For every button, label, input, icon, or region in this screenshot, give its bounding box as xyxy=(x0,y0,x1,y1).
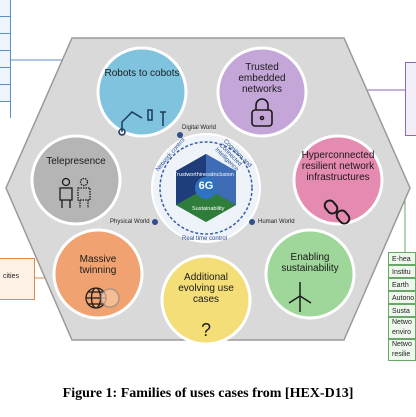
trusted-label: Trusted embedded networks xyxy=(238,62,286,95)
human-world-node xyxy=(249,219,255,225)
telepresence-label: Telepresence xyxy=(46,156,106,167)
trusted-circle xyxy=(216,46,308,138)
segment-sustainability-label: Sustainability xyxy=(192,206,225,212)
telepresence-circle xyxy=(30,134,122,226)
physical-world-label: Physical World xyxy=(110,219,150,225)
robots-circle xyxy=(96,46,188,138)
digital-world-label: Digital World xyxy=(182,125,216,131)
center-ring xyxy=(159,141,253,235)
center-core xyxy=(195,177,217,199)
chain-link-icon xyxy=(323,199,351,225)
digital-world-node xyxy=(177,132,183,138)
people-icon xyxy=(59,177,91,208)
ring-label-realtime: Real time control xyxy=(182,236,228,242)
additional-circle xyxy=(160,254,252,346)
right-list-item: E-hea xyxy=(388,252,416,265)
globe-icon xyxy=(85,287,120,309)
question-mark-icon: ? xyxy=(201,320,211,340)
additional-label: Additional evolving use cases xyxy=(178,272,234,305)
center-6g-label: 6G xyxy=(198,180,214,192)
segment-trust-label: Trustworthiness xyxy=(174,172,213,178)
twinning-circle xyxy=(52,228,144,320)
sustainability-label: Enabling sustainability xyxy=(281,252,339,274)
segment-inclusion-label: Inclusion xyxy=(212,172,234,178)
hyperconnected-label: Hyperconnected resilient network infrast… xyxy=(301,150,375,183)
left-list-top xyxy=(0,0,11,118)
twinning-label: Massive twinning xyxy=(79,254,117,276)
human-world-label: Human World xyxy=(258,219,295,225)
lock-icon xyxy=(251,98,273,127)
figure-caption: Figure 1: Families of uses cases from [H… xyxy=(62,386,354,401)
right-list-item: Autono xyxy=(388,291,416,304)
physical-world-node xyxy=(152,219,158,225)
hyperconnected-circle xyxy=(292,134,384,226)
sustainability-circle xyxy=(264,228,356,320)
right-list-bottom: E-hea Institu Earth Autono Susta Netwo e… xyxy=(388,252,416,361)
segment-sustainability xyxy=(176,188,236,222)
wind-turbine-icon xyxy=(288,282,312,312)
families-diagram: ? xyxy=(5,37,411,346)
right-list-top xyxy=(405,62,416,136)
left-list-bottom: cities xyxy=(0,258,35,300)
left-list-bottom-item: cities xyxy=(3,273,19,280)
svg-text:?: ? xyxy=(201,320,211,340)
robot-arm-icon xyxy=(118,109,166,136)
robots-label: Robots to cobots xyxy=(104,68,180,79)
